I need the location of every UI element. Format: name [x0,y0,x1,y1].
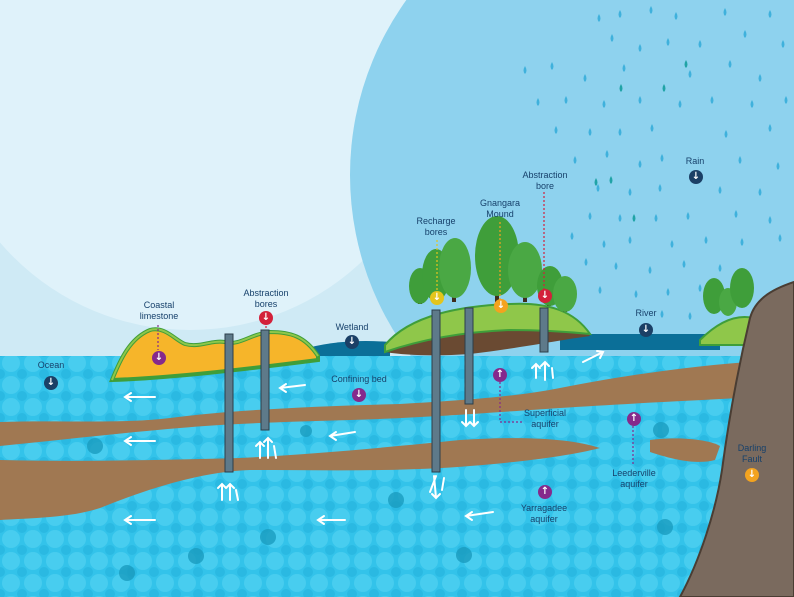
mound-trees [409,216,577,312]
label-yarragadee-aquifer: Yarragadee aquifer [520,503,568,524]
label-superficial-aquifer: Superficial aquifer [523,408,567,429]
arrow-down-icon-river: ↓ [639,323,653,337]
leader-lines [157,192,634,464]
arrow-down-icon-recharge-bores: ↓ [430,291,444,305]
label-darling-fault: Darling Fault [737,443,767,464]
darling-escarpment [678,280,794,597]
label-rain: Rain [685,156,705,166]
river-water [560,334,720,350]
limestone-grass [111,328,319,381]
label-abstraction-bores: Abstraction bores [243,288,289,309]
arrow-down-icon-coastal-limestone: ↓ [152,351,166,365]
arrow-down-icon-abstraction-bores: ↓ [259,311,273,325]
confining-bed-lower [0,438,600,520]
arrow-up-icon-yarragadee-aquifer: ↑ [538,485,552,499]
confining-bed-lens [0,420,150,444]
arrow-down-icon-abstraction-bore: ↓ [538,289,552,303]
label-ocean: Ocean [37,360,65,370]
label-river: River [635,308,657,318]
label-wetland: Wetland [335,322,369,332]
bore-pipes [224,307,549,473]
rain-drops-teal [594,60,688,222]
arrow-down-icon-wetland: ↓ [345,335,359,349]
flow-arrows [123,350,605,525]
label-coastal-limestone: Coastal limestone [139,300,179,321]
arrow-down-icon-darling-fault: ↓ [745,468,759,482]
label-abstraction-bore: Abstraction bore [522,170,568,191]
arrow-down-icon-rain: ↓ [689,170,703,184]
label-gnangara-mound: Gnangara Mound [479,198,521,219]
east-trees [703,268,754,316]
arrow-down-icon-gnangara-mound: ↓ [494,299,508,313]
arrow-up-icon-superficial-aquifer: ↑ [493,368,507,382]
sky-circle-left [0,0,440,330]
label-confining-bed: Confining bed [331,374,387,384]
label-leederville-aquifer: Leederville aquifer [612,468,656,489]
arrow-up-icon-leederville-aquifer: ↑ [627,412,641,426]
arrow-down-icon-ocean: ↓ [44,376,58,390]
label-recharge-bores: Recharge bores [416,216,456,237]
aquifer-bubbles [87,422,673,581]
confining-bed-upper [0,360,780,446]
rain-drops [523,6,788,320]
arrow-down-icon-confining-bed: ↓ [352,388,366,402]
confining-bed-east [650,438,720,462]
